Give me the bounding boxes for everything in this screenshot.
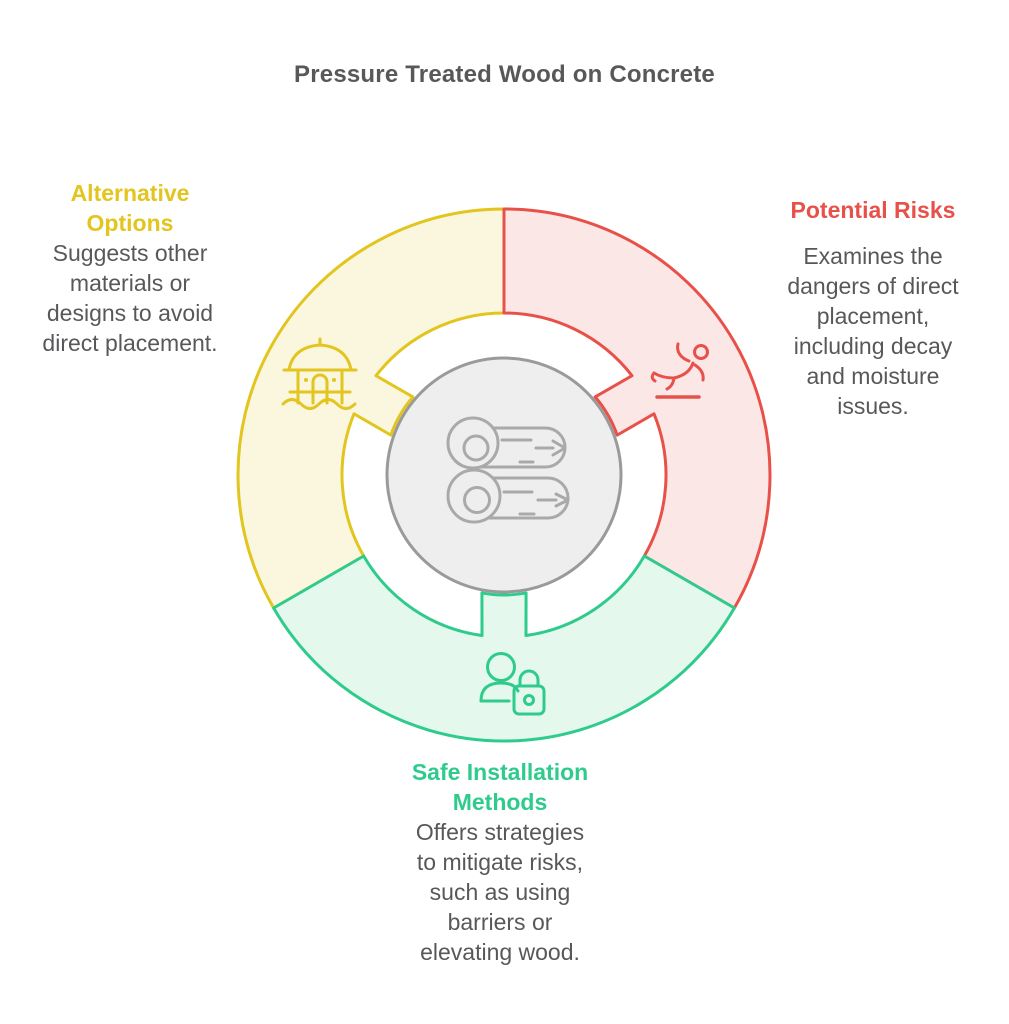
safe-installation-heading: Safe Installation Methods [411,759,589,815]
potential-risks-heading: Potential Risks [790,197,956,223]
center-circle [385,356,623,594]
person-slipping-icon [650,342,709,399]
wood-logs-icon [446,416,570,524]
safe-installation-description: Offers strategies to mitigate risks, suc… [415,819,585,965]
label-potential-risks: Potential Risks Examines the dangers of … [763,195,983,421]
stilt-house-icon [281,337,358,410]
page-title: Pressure Treated Wood on Concrete [294,61,715,88]
label-safe-installation-methods: Safe Installation Methods Offers strateg… [368,757,632,967]
alternative-options-description: Suggests other materials or designs to a… [42,240,218,356]
user-lock-icon [479,652,546,716]
label-alternative-options: Alternative Options Suggests other mater… [22,178,238,358]
potential-risks-description: Examines the dangers of direct placement… [787,243,959,419]
alternative-options-heading: Alternative Options [70,180,190,236]
segment-safe-installation [272,554,736,743]
